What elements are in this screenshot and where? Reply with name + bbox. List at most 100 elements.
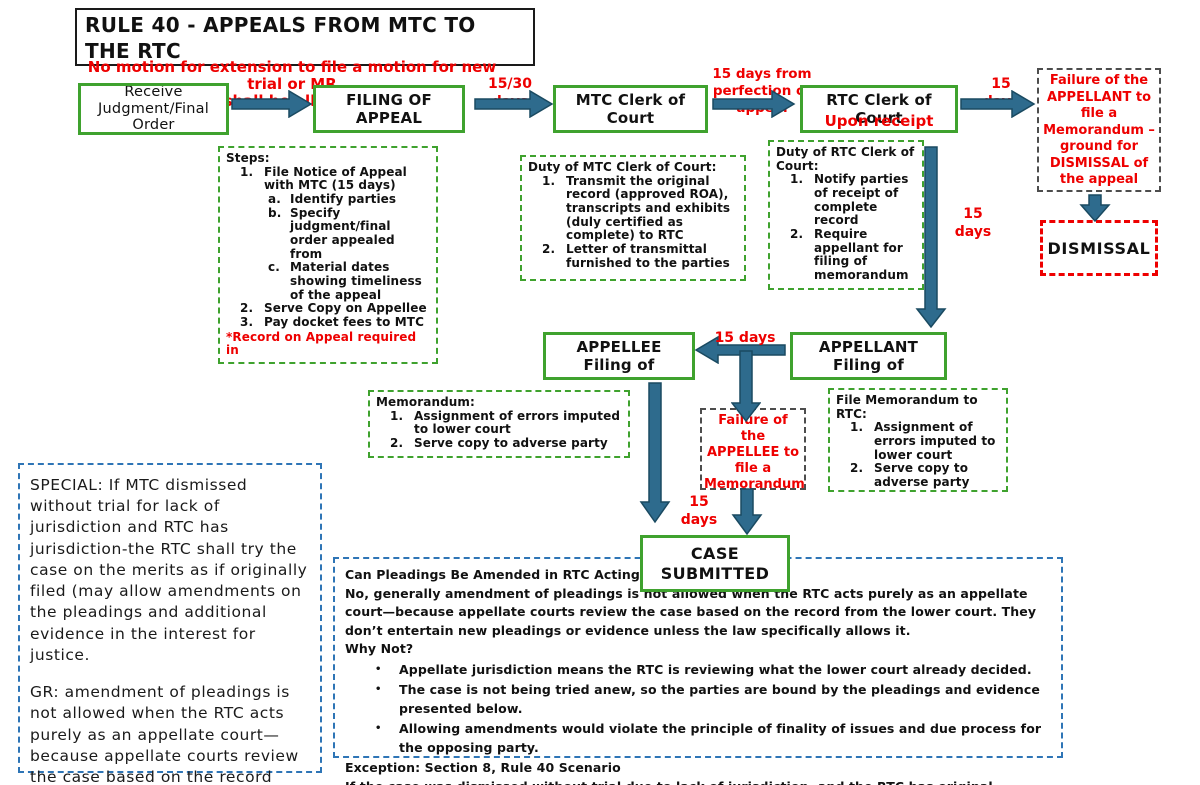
case-submitted-box: CASE SUBMITTED bbox=[640, 535, 790, 592]
list-item-text: File Notice of Appeal with MTC (15 days) bbox=[264, 164, 407, 193]
list-item: • The case is not being tried anew, so th… bbox=[345, 681, 1051, 718]
arrow-filing-to-mtc bbox=[474, 90, 554, 118]
file-memo-list: 1.Assignment of errors imputed to lower … bbox=[836, 420, 1000, 489]
list-item-text: Exception: Section 8, Rule 40 Scenario bbox=[345, 760, 621, 775]
list-marker: a. bbox=[268, 192, 281, 207]
list-item: 2. Serve Copy on Appellee bbox=[226, 302, 430, 316]
list-item: 1.Assignment of errors imputed to lower … bbox=[836, 420, 1000, 462]
receive-judgment-box: Receive Judgment/Final Order bbox=[78, 83, 229, 135]
list-item: 2. Serve copy to adverse party bbox=[376, 436, 622, 451]
list-item-text: Allowing amendments would violate the pr… bbox=[399, 721, 1042, 755]
arrow-appellee-to-case bbox=[639, 382, 671, 524]
list-item: Exception: Section 8, Rule 40 Scenario bbox=[345, 759, 1051, 778]
steps-title: Steps: bbox=[226, 151, 270, 165]
arrow-rtc-to-failure bbox=[960, 90, 1036, 118]
list-marker: 2. bbox=[850, 461, 864, 476]
list-marker: 1. bbox=[390, 408, 404, 423]
mtc-clerk-box: MTC Clerk of Court bbox=[553, 85, 708, 133]
duty-mtc-box: Duty of MTC Clerk of Court: 1.Transmit t… bbox=[520, 155, 746, 281]
list-item: 1. Assignment of errors imputed to lower … bbox=[376, 408, 622, 437]
file-memo-title: File Memorandum to RTC: bbox=[836, 393, 978, 421]
list-item: No, generally amendment of pleadings is … bbox=[345, 585, 1051, 641]
dismissal-label: DISMISSAL bbox=[1047, 238, 1151, 258]
list-item-text: Material dates showing timeliness of the… bbox=[290, 260, 422, 302]
special-paragraph-1: SPECIAL: If MTC dismissed without trial … bbox=[30, 476, 308, 664]
list-item: • Appellate jurisdiction means the RTC is… bbox=[345, 661, 1051, 680]
label-15-days-rtc-appellant: 15 days bbox=[954, 206, 992, 240]
list-marker: 2. bbox=[390, 436, 404, 451]
list-marker: 1. bbox=[850, 420, 864, 435]
list-item: If the case was dismissed without trial … bbox=[345, 778, 1051, 785]
list-marker: 1. bbox=[790, 172, 804, 187]
arrow-receive-to-filing bbox=[231, 90, 313, 118]
list-item: 1. Notify parties of receipt of complete … bbox=[776, 173, 916, 228]
mtc-clerk-label: MTC Clerk of Court bbox=[575, 90, 686, 127]
rtc-clerk-box: RTC Clerk of Court Upon receipt bbox=[800, 85, 958, 133]
list-item-text: Appellate jurisdiction means the RTC is … bbox=[399, 661, 1032, 677]
list-marker: 3. bbox=[240, 315, 254, 330]
no-motion-note-line1: No motion for extension to file a motion… bbox=[87, 58, 497, 93]
memorandum-list: 1. Assignment of errors imputed to lower … bbox=[376, 408, 622, 451]
dismissal-box: DISMISSAL bbox=[1040, 220, 1158, 276]
list-item: 1. File Notice of Appeal with MTC (15 day… bbox=[226, 164, 430, 193]
list-item-text: Serve copy to adverse party bbox=[414, 436, 608, 451]
list-marker: 2. bbox=[240, 301, 254, 316]
list-item-text: Letter of transmittal furnished to the p… bbox=[566, 242, 730, 270]
label-15-days-memoranda: 15 days bbox=[714, 330, 776, 346]
list-item-text: Why Not? bbox=[345, 641, 414, 656]
filing-of-appeal-label: FILING OF APPEAL bbox=[346, 90, 432, 127]
bullet-marker: • bbox=[375, 663, 382, 675]
list-item: a. Identify parties bbox=[226, 192, 430, 207]
failure-appellee-text: Failure of the APPELLEE to file a Memora… bbox=[704, 413, 805, 490]
arrow-branch-to-failure-appellee bbox=[731, 350, 761, 422]
arrow-rtc-to-appellant bbox=[915, 146, 947, 328]
list-marker: 2. bbox=[790, 227, 804, 242]
list-marker: b. bbox=[268, 205, 282, 220]
list-item: •Allowing amendments would violate the p… bbox=[345, 720, 1051, 757]
list-marker: 2. bbox=[542, 242, 556, 257]
pleadings-lines: Can Pleadings Be Amended in RTC Acting a… bbox=[345, 566, 1051, 785]
list-item: c. Material dates showing timeliness of t… bbox=[226, 260, 430, 302]
list-item-text: Serve copy to adverse party bbox=[874, 461, 970, 490]
filing-of-appeal-box: FILING OF APPEAL bbox=[313, 85, 465, 133]
list-item-text: Require appellant for filing of memorand… bbox=[814, 227, 909, 283]
failure-appellant-box: Failure of the APPELLANT to file a Memor… bbox=[1037, 68, 1161, 192]
list-item-text: Assignment of errors imputed to lower co… bbox=[414, 408, 621, 437]
list-item-text: Pay docket fees to MTC bbox=[264, 315, 424, 330]
page-title: RULE 40 - APPEALS FROM MTC TO THE RTC bbox=[85, 13, 476, 63]
list-item: Why Not? bbox=[345, 640, 1051, 659]
list-item: 2. Serve copy to adverse party bbox=[836, 462, 1000, 489]
special-note-box: SPECIAL: If MTC dismissed without trial … bbox=[18, 463, 322, 785]
list-item-text: Notify parties of receipt of complete re… bbox=[814, 172, 909, 228]
list-marker: 1. bbox=[240, 164, 254, 179]
list-item-text: Serve Copy on Appellee bbox=[264, 301, 427, 316]
list-item: b.Specify judgment/final order appealed … bbox=[226, 205, 430, 262]
appellee-box: APPELLEE Filing of bbox=[543, 332, 695, 380]
special-paragraph-2: GR: amendment of pleadings is not allowe… bbox=[30, 683, 299, 785]
memorandum-box: Memorandum: 1. Assignment of errors imput… bbox=[368, 390, 630, 458]
record-on-appeal-note: *Record on Appeal required in bbox=[226, 329, 417, 358]
appellee-label: APPELLEE Filing of bbox=[576, 337, 662, 374]
bullet-marker: • bbox=[375, 684, 382, 695]
list-marker: c. bbox=[268, 260, 280, 275]
duty-rtc-title: Duty of RTC Clerk of Court: bbox=[776, 145, 915, 173]
duty-rtc-box: Duty of RTC Clerk of Court: 1. Notify par… bbox=[768, 140, 924, 290]
list-item-text: No, generally amendment of pleadings is … bbox=[345, 585, 1037, 638]
list-item-text: Identify parties bbox=[290, 192, 397, 207]
memorandum-title: Memorandum: bbox=[376, 395, 475, 409]
list-marker: 1. bbox=[542, 173, 556, 188]
list-item-text: If the case was dismissed without trial … bbox=[345, 779, 993, 785]
receive-judgment-label: Receive Judgment/Final Order bbox=[98, 84, 209, 134]
duty-rtc-list: 1. Notify parties of receipt of complete … bbox=[776, 173, 916, 282]
duty-mtc-title: Duty of MTC Clerk of Court: bbox=[528, 160, 717, 174]
failure-appellant-text: Failure of the APPELLANT to file a Memor… bbox=[1043, 73, 1155, 187]
duty-mtc-list: 1.Transmit the original record (approved… bbox=[528, 173, 738, 271]
list-item-text: The case is not being tried anew, so the… bbox=[399, 682, 1040, 716]
list-item: 2. Require appellant for filing of memora… bbox=[776, 227, 916, 283]
page-title-box: RULE 40 - APPEALS FROM MTC TO THE RTC bbox=[75, 8, 535, 66]
arrow-failure-to-dismissal bbox=[1079, 194, 1111, 222]
arrow-mtc-to-rtc bbox=[712, 90, 796, 118]
list-item: 2. Letter of transmittal furnished to the… bbox=[528, 242, 738, 270]
list-item: 3. Pay docket fees to MTC bbox=[226, 315, 430, 330]
